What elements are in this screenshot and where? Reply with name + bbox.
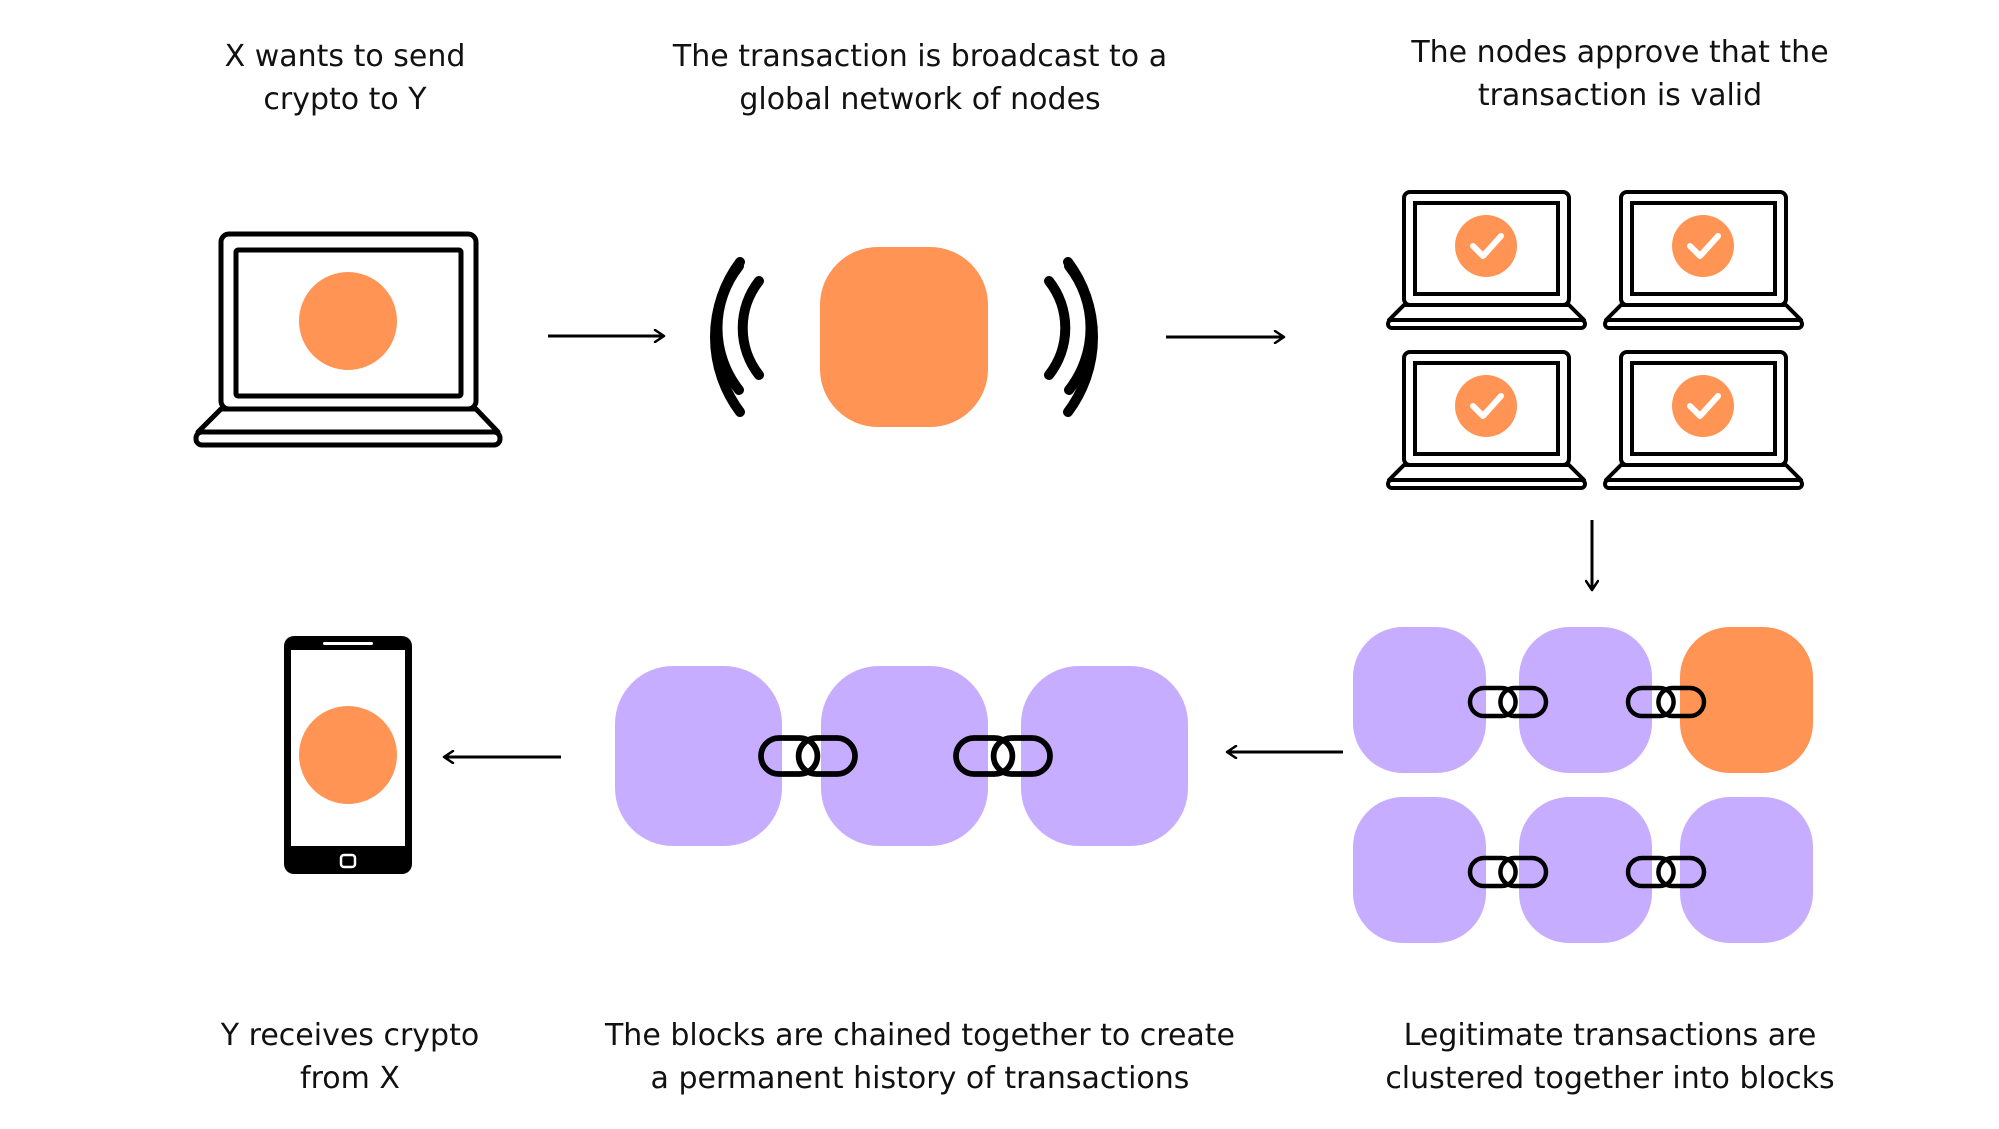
caption-line: The transaction is broadcast to a (672, 39, 1168, 74)
check-badge-icon (1455, 215, 1517, 277)
node-laptop-icon (1386, 190, 1587, 330)
check-badge-icon (1672, 215, 1734, 277)
caption-line: transaction is valid (1477, 78, 1763, 113)
validator-nodes-grid (1386, 190, 1804, 490)
crypto-coin-icon (299, 706, 397, 804)
caption-line: global network of nodes (739, 82, 1101, 117)
node-laptop-icon (1603, 190, 1804, 330)
chain-link-icon (758, 735, 858, 777)
node-laptop-icon (1386, 350, 1587, 490)
broadcast-signal-icon (710, 247, 1098, 427)
chain-link-icon (1625, 685, 1707, 719)
caption-line: X wants to send (224, 39, 466, 74)
crypto-coin-icon (299, 272, 397, 370)
block-cluster-icon (1353, 627, 1813, 943)
node-laptop-icon (1603, 350, 1804, 490)
caption-line: The blocks are chained together to creat… (604, 1018, 1236, 1053)
step-caption-approve: The nodes approve that the transaction i… (1390, 31, 1850, 117)
step-caption-chain: The blocks are chained together to creat… (580, 1014, 1260, 1100)
step-caption-broadcast: The transaction is broadcast to a global… (620, 35, 1220, 121)
chain-link-icon (1467, 685, 1549, 719)
step-caption-receive: Y receives crypto from X (150, 1014, 550, 1100)
chain-link-icon (1625, 855, 1707, 889)
step-caption-cluster: Legitimate transactions are clustered to… (1350, 1014, 1870, 1100)
sender-laptop-icon (193, 231, 503, 448)
caption-line: a permanent history of transactions (650, 1061, 1190, 1096)
caption-line: The nodes approve that the (1411, 35, 1829, 70)
caption-line: from X (300, 1061, 400, 1096)
check-badge-icon (1455, 375, 1517, 437)
chain-link-icon (953, 735, 1053, 777)
caption-line: crypto to Y (263, 82, 427, 117)
receiver-phone-icon (284, 636, 412, 874)
caption-line: Legitimate transactions are (1403, 1018, 1817, 1053)
caption-line: clustered together into blocks (1385, 1061, 1835, 1096)
block-chain-icon (615, 666, 1188, 846)
step-caption-send: X wants to send crypto to Y (145, 35, 545, 121)
chain-link-icon (1467, 855, 1549, 889)
caption-line: Y receives crypto (220, 1018, 480, 1053)
check-badge-icon (1672, 375, 1734, 437)
